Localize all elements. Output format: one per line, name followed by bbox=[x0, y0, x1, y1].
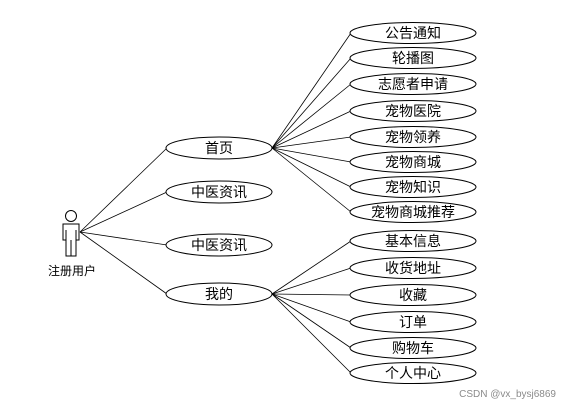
home-association-line bbox=[271, 32, 352, 149]
actor-association-line bbox=[79, 191, 168, 233]
use-case-notice-label: 公告通知 bbox=[385, 25, 441, 42]
mine-association-line bbox=[271, 267, 352, 295]
user-actor-icon bbox=[62, 210, 80, 257]
use-case-basic-info: 基本信息 bbox=[349, 230, 477, 252]
use-case-cart-ellipse bbox=[349, 337, 477, 359]
use-case-tcm2-ellipse bbox=[165, 233, 273, 257]
use-case-favorites-label: 收藏 bbox=[399, 288, 427, 304]
use-case-mine: 我的 bbox=[165, 282, 273, 306]
use-case-knowledge-ellipse bbox=[349, 176, 477, 198]
use-case-adopt-label: 宠物领养 bbox=[385, 130, 441, 146]
use-case-home: 首页 bbox=[165, 136, 273, 160]
use-case-adopt-ellipse bbox=[349, 126, 477, 148]
use-case-orders: 订单 bbox=[349, 311, 477, 333]
use-case-address-label: 收货地址 bbox=[385, 260, 441, 277]
use-case-favorites-ellipse bbox=[349, 284, 477, 306]
use-case-tcm2-label: 中医资讯 bbox=[191, 238, 247, 254]
use-case-hospital-ellipse bbox=[349, 100, 477, 122]
use-case-profile-center-label: 个人中心 bbox=[385, 366, 441, 382]
mine-association-line bbox=[271, 240, 352, 295]
use-case-mall-recommend-label: 宠物商城推荐 bbox=[371, 205, 455, 221]
home-association-line bbox=[271, 110, 352, 149]
actor-association-line bbox=[79, 231, 168, 246]
use-case-basic-info-label: 基本信息 bbox=[385, 233, 441, 250]
use-case-notice: 公告通知 bbox=[349, 22, 477, 44]
mine-association-line bbox=[271, 293, 352, 296]
use-case-cart-label: 购物车 bbox=[392, 340, 434, 357]
use-case-tcm1: 中医资讯 bbox=[165, 180, 273, 204]
use-case-carousel-label: 轮播图 bbox=[392, 51, 434, 67]
use-case-address: 收货地址 bbox=[349, 257, 477, 279]
actor: 注册用户 bbox=[48, 210, 96, 278]
use-case-adopt: 宠物领养 bbox=[349, 126, 477, 148]
watermark: CSDN @vx_bysj6869 bbox=[459, 389, 556, 400]
use-case-home-ellipse bbox=[165, 136, 273, 160]
use-case-mall-recommend: 宠物商城推荐 bbox=[349, 201, 477, 223]
use-case-mine-label: 我的 bbox=[205, 287, 233, 303]
use-case-orders-label: 订单 bbox=[399, 315, 427, 331]
association-lines bbox=[79, 32, 352, 374]
use-case-knowledge: 宠物知识 bbox=[349, 176, 477, 198]
use-case-volunteer: 志愿者申请 bbox=[349, 73, 477, 95]
use-case-tcm2: 中医资讯 bbox=[165, 233, 273, 257]
actor-association-line bbox=[79, 231, 168, 295]
use-case-orders-ellipse bbox=[349, 311, 477, 333]
use-case-mine-ellipse bbox=[165, 282, 273, 306]
use-case-hospital: 宠物医院 bbox=[349, 100, 477, 122]
home-association-line bbox=[271, 57, 352, 149]
use-case-basic-info-ellipse bbox=[349, 230, 477, 252]
use-case-cart: 购物车 bbox=[349, 337, 477, 359]
actor-label: 注册用户 bbox=[48, 263, 96, 278]
use-case-home-label: 首页 bbox=[205, 141, 233, 157]
mine-association-line bbox=[271, 293, 352, 349]
use-case-favorites: 收藏 bbox=[349, 284, 477, 306]
use-case-address-ellipse bbox=[349, 257, 477, 279]
actor-association-line bbox=[79, 147, 168, 233]
mine-association-line bbox=[271, 293, 352, 374]
use-case-mall-label: 宠物商城 bbox=[385, 155, 441, 171]
use-case-mall-recommend-ellipse bbox=[349, 201, 477, 223]
mine-association-line bbox=[271, 293, 352, 323]
use-case-knowledge-label: 宠物知识 bbox=[385, 179, 441, 196]
use-case-mall-ellipse bbox=[349, 151, 477, 173]
home-association-line bbox=[271, 147, 352, 213]
use-case-volunteer-ellipse bbox=[349, 73, 477, 95]
use-case-mall: 宠物商城 bbox=[349, 151, 477, 173]
home-association-line bbox=[271, 147, 352, 188]
use-case-hospital-label: 宠物医院 bbox=[385, 104, 441, 120]
home-association-line bbox=[271, 147, 352, 163]
use-case-carousel-ellipse bbox=[349, 47, 477, 69]
home-association-line bbox=[271, 136, 352, 149]
home-association-line bbox=[271, 83, 352, 149]
use-case-notice-ellipse bbox=[349, 22, 477, 44]
use-case-profile-center: 个人中心 bbox=[349, 362, 477, 384]
use-case-tcm1-ellipse bbox=[165, 180, 273, 204]
use-case-carousel: 轮播图 bbox=[349, 47, 477, 69]
use-case-volunteer-label: 志愿者申请 bbox=[378, 77, 448, 93]
use-case-profile-center-ellipse bbox=[349, 362, 477, 384]
use-case-tcm1-label: 中医资讯 bbox=[191, 185, 247, 201]
